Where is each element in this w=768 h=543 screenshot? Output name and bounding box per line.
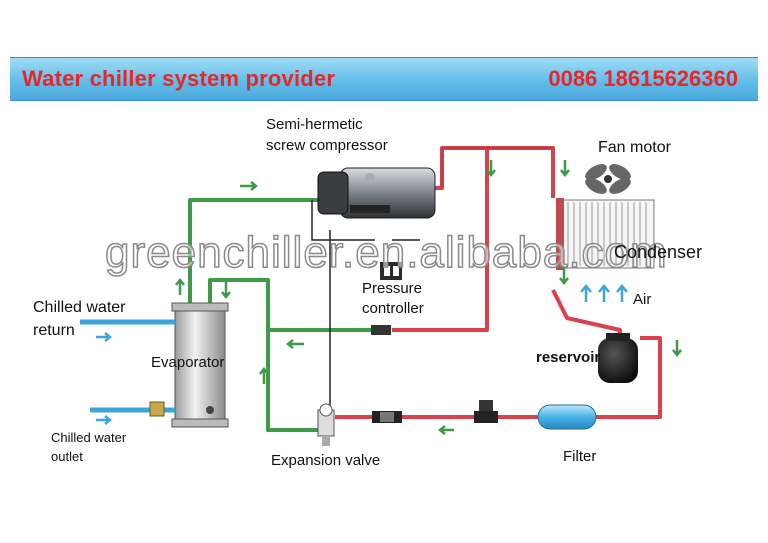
compressor	[317, 167, 436, 219]
air-label: Air	[633, 291, 652, 308]
sight-glass	[372, 411, 402, 423]
expansion-valve	[317, 403, 335, 446]
chilled-outlet-label-line1: Chilled water	[51, 430, 127, 445]
discharge-line	[432, 146, 555, 198]
flow-arrow-icon	[221, 282, 231, 300]
flow-arrow-icon	[672, 340, 682, 358]
refrigerant-hot-lines	[335, 146, 662, 419]
flow-arrow-icon	[560, 160, 570, 178]
evaporator-label: Evaporator	[151, 354, 225, 371]
flow-arrow-icon	[175, 277, 185, 295]
condenser-label: Condenser	[614, 242, 703, 262]
water-arrow-icon	[96, 415, 113, 425]
filter-drier	[537, 404, 597, 430]
air-arrow-icon	[598, 284, 610, 302]
compressor-label-line1: Semi-hermetic	[266, 116, 363, 133]
chilled-return-label-line2: return	[33, 322, 75, 339]
refrigerant-hot-outline	[441, 147, 553, 188]
flow-arrow-icon	[486, 160, 496, 178]
banner-phone: 0086 18615626360	[548, 66, 738, 91]
outlet-valve	[149, 401, 165, 417]
chilled-return-label-line1: Chilled water	[33, 299, 126, 316]
suction-line	[188, 198, 320, 305]
pressure-label-line1: Pressure	[362, 280, 423, 297]
flow-arrow-icon	[259, 366, 269, 384]
filter-label: Filter	[563, 448, 597, 465]
title-banner: Water chiller system provider 0086 18615…	[10, 57, 758, 101]
compressor-label-line2: screw compressor	[266, 137, 388, 154]
evaporator-inlet-line	[208, 278, 320, 432]
expansion-valve-label: Expansion valve	[271, 452, 381, 469]
air-arrow-icon	[616, 284, 628, 302]
reservoir-tank	[598, 333, 638, 383]
pressure-controller	[371, 262, 402, 335]
chilled-outlet-label-line2: outlet	[51, 449, 83, 464]
reservoir-to-filter-line	[595, 336, 662, 419]
pressure-label-line2: controller	[362, 300, 424, 317]
solenoid-valve	[474, 400, 498, 423]
pressure-loop-line	[392, 148, 489, 332]
control-wires	[311, 200, 420, 410]
fan-icon	[585, 164, 631, 194]
flow-arrow-icon	[240, 181, 259, 191]
reservoir-label: reservoir	[536, 349, 601, 366]
flow-arrow-icon	[285, 339, 304, 349]
evaporator	[171, 302, 229, 428]
flow-arrow-icon	[437, 425, 454, 435]
water-arrow-icon	[96, 332, 113, 342]
banner-title: Water chiller system provider	[22, 66, 336, 91]
flow-arrows	[96, 160, 682, 435]
condenser-coil	[556, 198, 655, 270]
air-arrow-icon	[580, 284, 592, 302]
watermark: greenchiller.en.alibaba.com	[104, 227, 668, 278]
fan-motor-label: Fan motor	[598, 139, 671, 156]
refrigerant-cold-lines	[188, 198, 372, 432]
flow-arrow-icon	[559, 268, 569, 286]
